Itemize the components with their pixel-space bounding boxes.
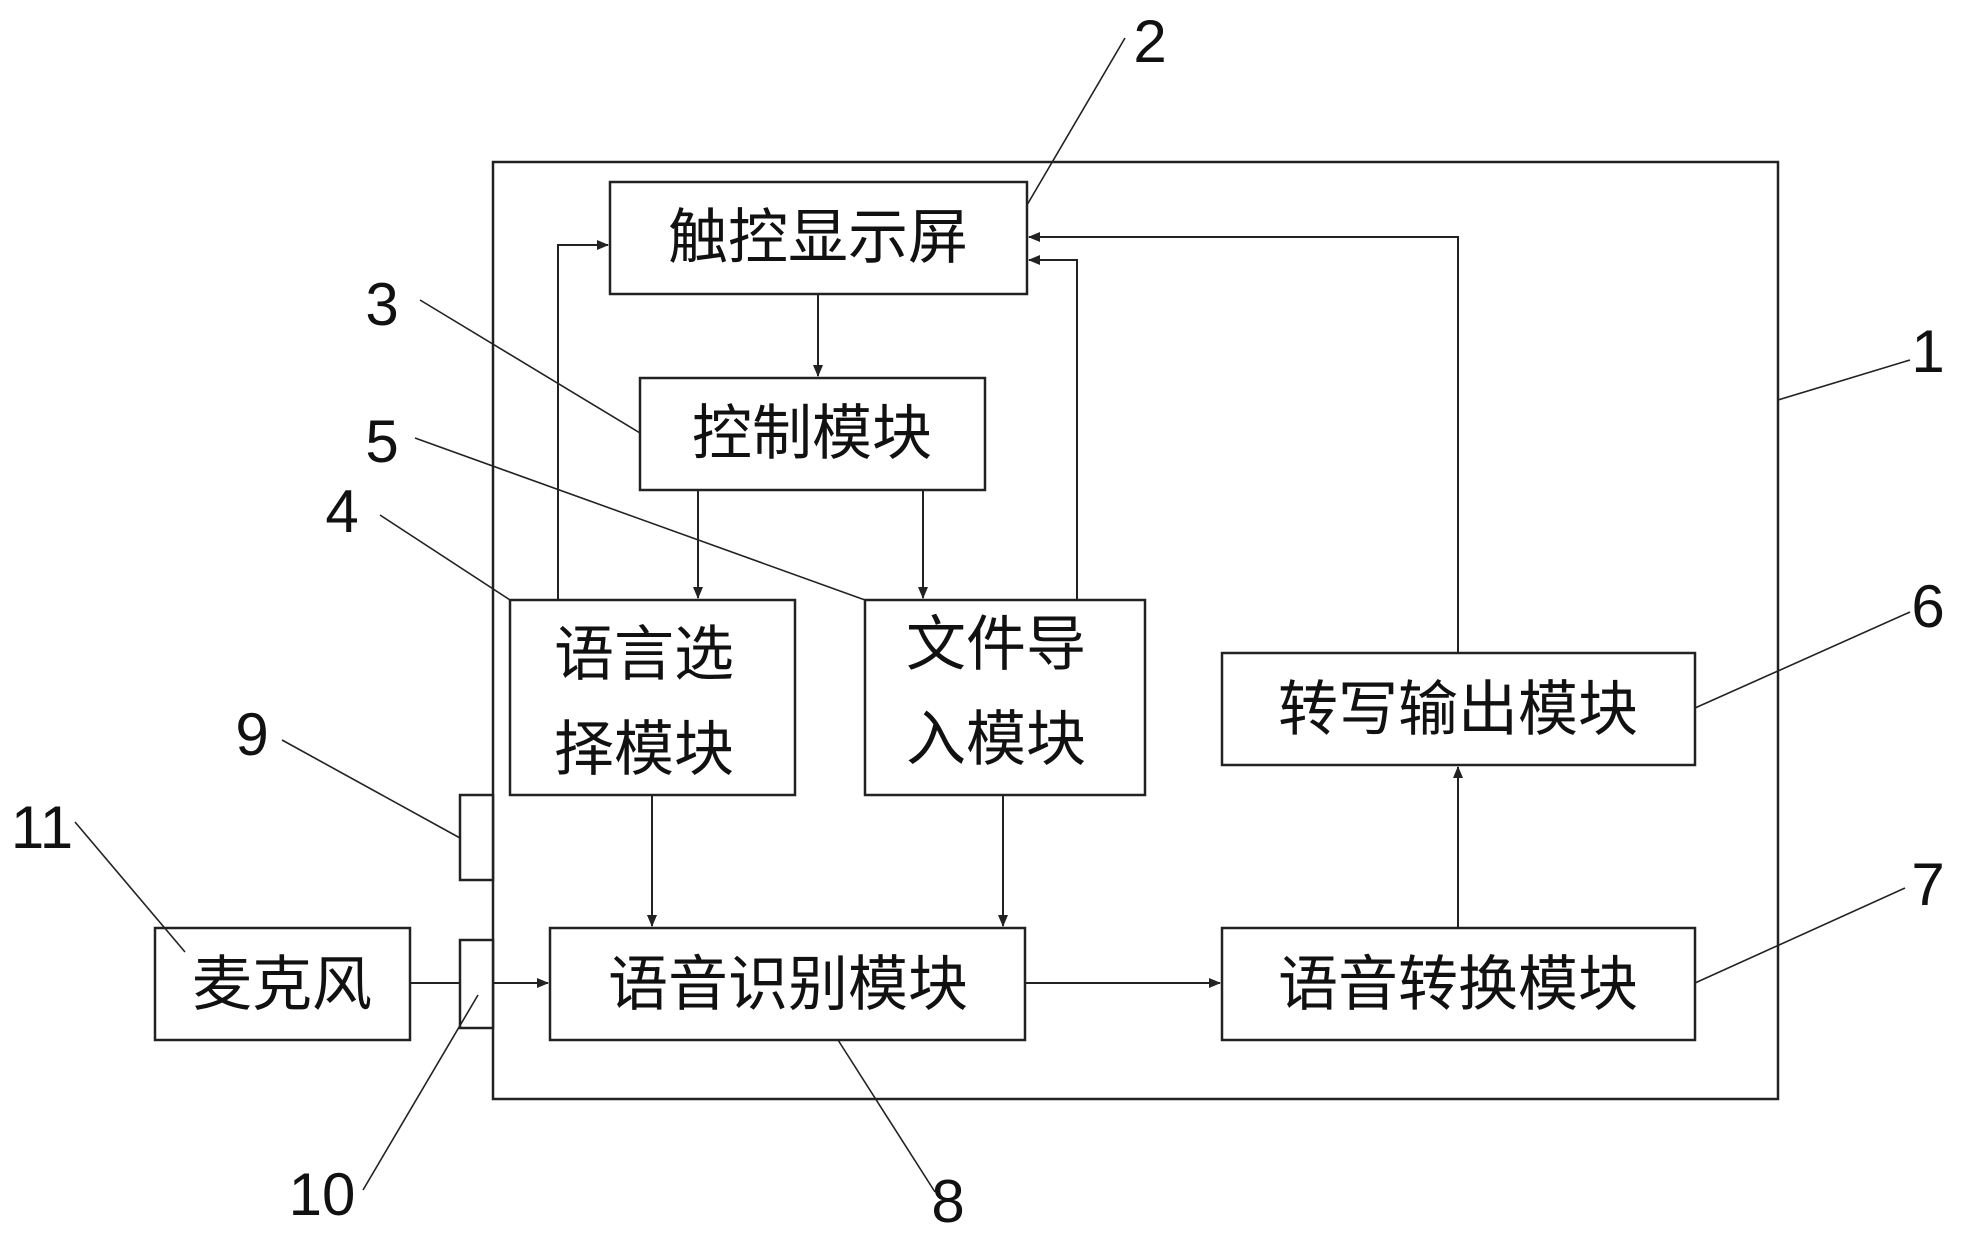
conn-file-screen	[1028, 255, 1078, 600]
speech-recognition-box	[548, 926, 1027, 1042]
leader-5	[414, 437, 866, 601]
control-module-box	[638, 376, 987, 492]
transcribe-output-label: 转写输出模块	[1278, 675, 1638, 745]
ref-num-2: 2	[1133, 8, 1166, 75]
language-select-label-line2: 择模块	[554, 715, 734, 785]
ref-num-11: 11	[11, 794, 73, 861]
ref-num-10: 10	[289, 1161, 356, 1228]
touch-screen-box	[608, 180, 1029, 296]
touch-screen-label: 触控显示屏	[668, 203, 968, 273]
leader-8	[837, 1039, 936, 1193]
ref-num-4: 4	[325, 478, 358, 545]
file-import-box	[863, 598, 1147, 797]
file-import-label-line2: 入模块	[906, 705, 1086, 775]
ref-num-8: 8	[931, 1168, 964, 1235]
leader-1	[1777, 359, 1911, 401]
ref-num-5: 5	[365, 408, 398, 475]
ref-num-6: 6	[1911, 573, 1944, 640]
transcribe-output-box	[1220, 651, 1697, 767]
microphone-box	[153, 926, 412, 1042]
language-select-box	[508, 598, 797, 797]
file-import-label-line1: 文件导	[906, 610, 1086, 680]
ref-num-7: 7	[1911, 851, 1944, 918]
ref-num-1: 1	[1911, 318, 1944, 385]
ref-num-9: 9	[235, 701, 268, 768]
leader-4	[379, 514, 511, 601]
speech-convert-box	[1220, 926, 1697, 1042]
conn-language-screen	[557, 240, 609, 600]
leader-7	[1694, 887, 1906, 984]
ref-num-3: 3	[365, 271, 398, 338]
leader-6	[1694, 611, 1911, 709]
leader-11	[74, 821, 186, 953]
speech-recognition-label: 语音识别模块	[608, 950, 968, 1020]
conn-output-screen	[1028, 232, 1459, 653]
leader-2	[1026, 37, 1126, 206]
microphone-label: 麦克风	[192, 950, 372, 1020]
leader-9	[281, 739, 461, 839]
language-select-label-line1: 语言选	[554, 620, 734, 690]
port-upper	[458, 793, 495, 882]
port-lower	[458, 938, 495, 1030]
leader-10	[362, 994, 479, 1191]
speech-convert-label: 语音转换模块	[1278, 950, 1638, 1020]
leader-3	[419, 299, 641, 434]
control-module-label: 控制模块	[692, 399, 932, 469]
